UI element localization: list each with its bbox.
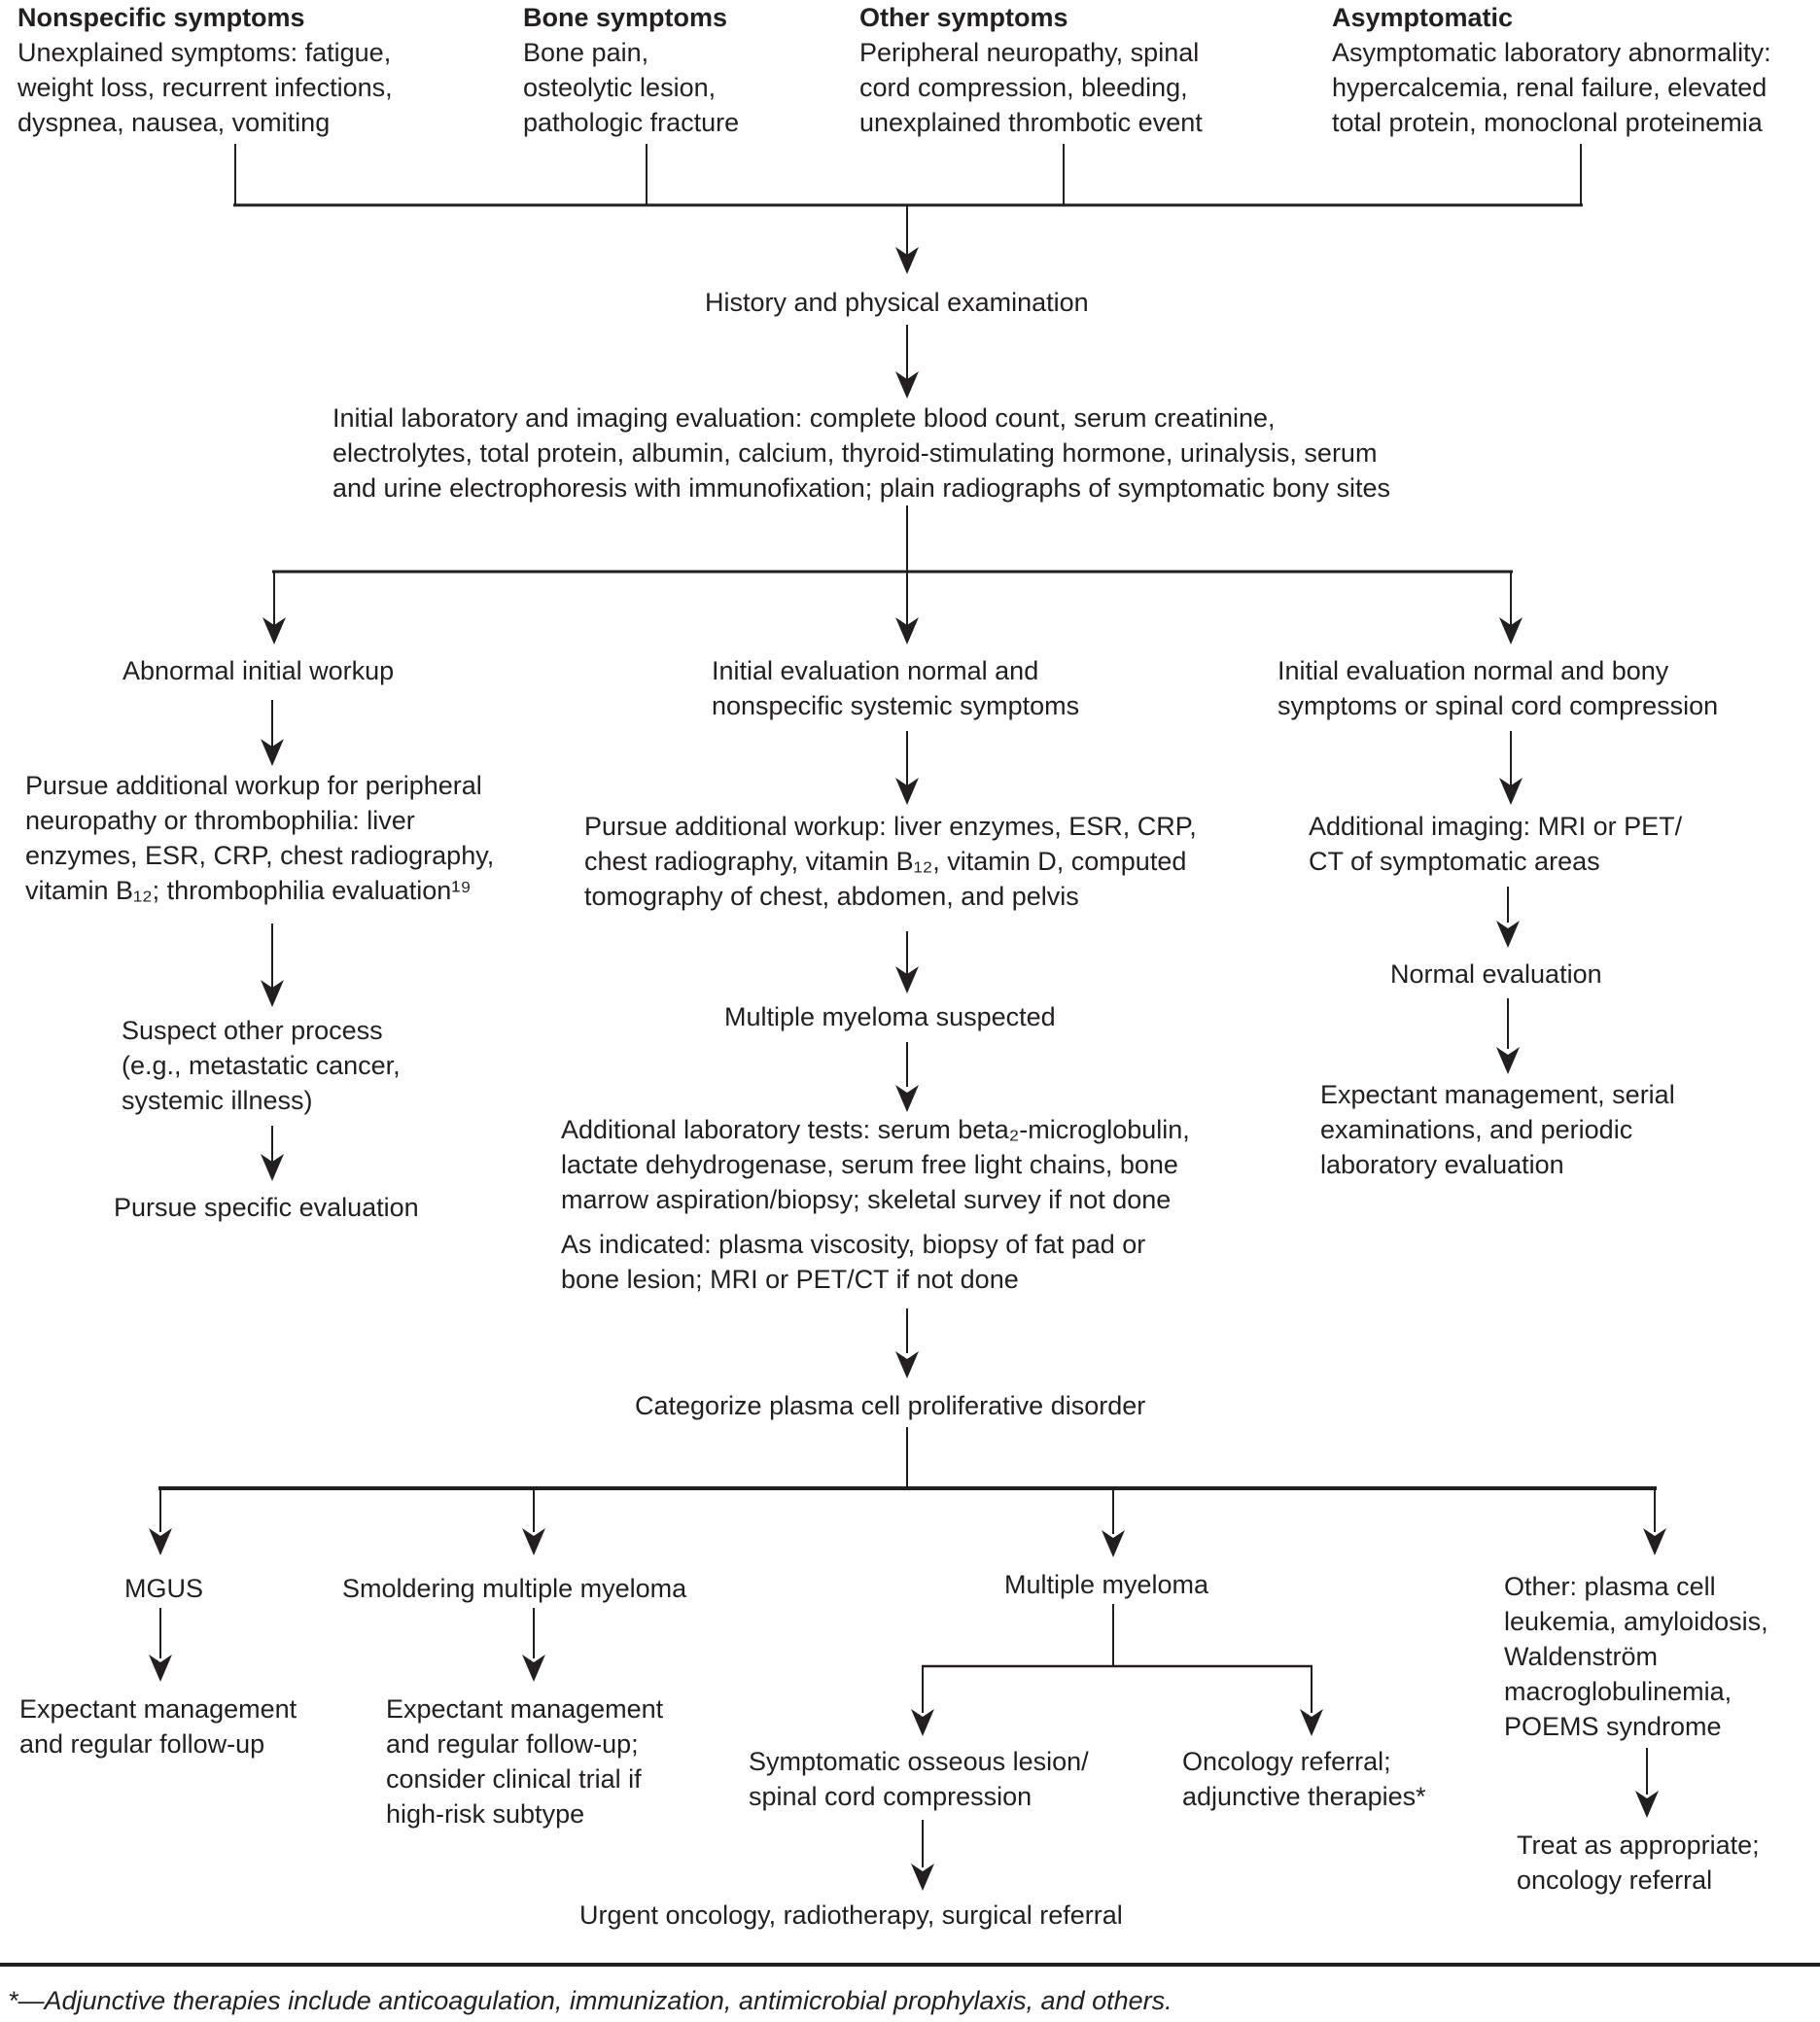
node-line: symptoms or spinal cord compression bbox=[1278, 691, 1719, 720]
node-line: spinal cord compression bbox=[749, 1782, 1032, 1811]
node-line: enzymes, ESR, CRP, chest radiography, bbox=[25, 841, 495, 870]
node-line: As indicated: plasma viscosity, biopsy o… bbox=[561, 1230, 1146, 1259]
node-line: Additional imaging: MRI or PET/ bbox=[1309, 812, 1683, 841]
column-title: Other symptoms bbox=[859, 3, 1068, 32]
node-line: vitamin B₁₂; thrombophilia evaluation¹⁹ bbox=[25, 876, 472, 905]
outcome-myeloma-label: Multiple myeloma bbox=[1004, 1570, 1209, 1599]
as-indicated-node: As indicated: plasma viscosity, biopsy o… bbox=[561, 1227, 1145, 1297]
node-line: oncology referral bbox=[1517, 1865, 1713, 1895]
branch-normal-nonspecific-label: Initial evaluation normal and nonspecifi… bbox=[712, 653, 1079, 723]
node-line: electrolytes, total protein, albumin, ca… bbox=[332, 438, 1378, 468]
column-title: Asymptomatic bbox=[1332, 3, 1514, 32]
node-line: Initial laboratory and imaging evaluatio… bbox=[332, 403, 1276, 433]
symptom-column-asymptomatic: Asymptomatic Asymptomatic laboratory abn… bbox=[1332, 0, 1771, 140]
node-line: consider clinical trial if bbox=[386, 1764, 642, 1794]
node-line: examinations, and periodic bbox=[1320, 1115, 1633, 1144]
node-line: Symptomatic osseous lesion/ bbox=[749, 1747, 1089, 1776]
history-exam-node: History and physical examination bbox=[705, 288, 1089, 317]
mgus-management-node: Expectant management and regular follow-… bbox=[19, 1691, 297, 1761]
node-line: CT of symptomatic areas bbox=[1309, 847, 1600, 876]
node-line: (e.g., metastatic cancer, bbox=[122, 1051, 401, 1080]
pursue-specific-evaluation-node: Pursue specific evaluation bbox=[114, 1193, 419, 1222]
center-additional-workup-node: Pursue additional workup: liver enzymes,… bbox=[584, 809, 1197, 914]
symptom-column-other: Other symptoms Peripheral neuropathy, sp… bbox=[859, 0, 1203, 140]
node-line: Pursue additional workup: liver enzymes,… bbox=[584, 812, 1197, 841]
adjunctive-therapies-footnote: *—Adjunctive therapies include anticoagu… bbox=[8, 1986, 1172, 2015]
node-line: and regular follow-up bbox=[19, 1729, 265, 1759]
outcome-smoldering-label: Smoldering multiple myeloma bbox=[342, 1574, 687, 1603]
expectant-management-serial-node: Expectant management, serial examination… bbox=[1320, 1077, 1675, 1182]
additional-imaging-node: Additional imaging: MRI or PET/ CT of sy… bbox=[1309, 809, 1682, 879]
left-additional-workup-node: Pursue additional workup for peripheral … bbox=[25, 768, 494, 908]
node-line: Waldenström bbox=[1504, 1642, 1659, 1671]
outcome-other-node: Other: plasma cell leukemia, amyloidosis… bbox=[1504, 1569, 1768, 1744]
column-line: unexplained thrombotic event bbox=[859, 108, 1203, 137]
node-line: Expectant management bbox=[386, 1694, 664, 1724]
column-line: hypercalcemia, renal failure, elevated bbox=[1332, 73, 1768, 102]
node-line: Other: plasma cell bbox=[1504, 1572, 1716, 1601]
smoldering-management-node: Expectant management and regular follow-… bbox=[386, 1691, 663, 1831]
node-line: laboratory evaluation bbox=[1320, 1150, 1564, 1179]
myeloma-suspected-node: Multiple myeloma suspected bbox=[724, 1002, 1056, 1031]
column-line: total protein, monoclonal proteinemia bbox=[1332, 108, 1763, 137]
node-line: Initial evaluation normal and bony bbox=[1278, 656, 1669, 685]
column-line: Asymptomatic laboratory abnormality: bbox=[1332, 38, 1771, 67]
node-line: systemic illness) bbox=[122, 1086, 313, 1115]
column-line: Peripheral neuropathy, spinal bbox=[859, 38, 1200, 67]
node-line: chest radiography, vitamin B₁₂, vitamin … bbox=[584, 847, 1187, 876]
node-line: bone lesion; MRI or PET/CT if not done bbox=[561, 1265, 1019, 1294]
symptomatic-osseous-node: Symptomatic osseous lesion/ spinal cord … bbox=[749, 1744, 1089, 1814]
additional-lab-tests-node: Additional laboratory tests: serum beta₂… bbox=[561, 1112, 1190, 1217]
node-line: POEMS syndrome bbox=[1504, 1712, 1722, 1741]
node-line: Treat as appropriate; bbox=[1517, 1830, 1760, 1860]
urgent-oncology-node: Urgent oncology, radiotherapy, surgical … bbox=[579, 1900, 1123, 1930]
column-title: Bone symptoms bbox=[523, 3, 728, 32]
categorize-disorder-node: Categorize plasma cell proliferative dis… bbox=[635, 1391, 1146, 1420]
node-line: lactate dehydrogenase, serum free light … bbox=[561, 1150, 1178, 1179]
node-line: nonspecific systemic symptoms bbox=[712, 691, 1080, 720]
node-line: Expectant management bbox=[19, 1694, 298, 1724]
treat-as-appropriate-node: Treat as appropriate; oncology referral bbox=[1517, 1828, 1760, 1898]
node-line: neuropathy or thrombophilia: liver bbox=[25, 806, 415, 835]
initial-evaluation-node: Initial laboratory and imaging evaluatio… bbox=[332, 401, 1390, 506]
node-line: macroglobulinemia, bbox=[1504, 1677, 1732, 1706]
branch-abnormal-workup-label: Abnormal initial workup bbox=[122, 656, 395, 685]
normal-evaluation-node: Normal evaluation bbox=[1390, 959, 1602, 989]
column-line: dyspnea, nausea, vomiting bbox=[18, 108, 331, 137]
column-line: osteolytic lesion, bbox=[523, 73, 717, 102]
column-line: pathologic fracture bbox=[523, 108, 740, 137]
column-line: weight loss, recurrent infections, bbox=[18, 73, 393, 102]
column-line: Unexplained symptoms: fatigue, bbox=[18, 38, 392, 67]
symptom-column-nonspecific: Nonspecific symptoms Unexplained symptom… bbox=[18, 0, 393, 140]
node-line: adjunctive therapies* bbox=[1182, 1782, 1426, 1811]
suspect-other-process-node: Suspect other process (e.g., metastatic … bbox=[122, 1013, 401, 1118]
column-line: cord compression, bleeding, bbox=[859, 73, 1188, 102]
node-line: Pursue additional workup for peripheral bbox=[25, 771, 482, 800]
node-line: and urine electrophoresis with immunofix… bbox=[332, 473, 1391, 503]
branch-normal-bony-label: Initial evaluation normal and bony sympt… bbox=[1278, 653, 1718, 723]
node-line: Expectant management, serial bbox=[1320, 1080, 1675, 1109]
node-line: Initial evaluation normal and bbox=[712, 656, 1039, 685]
node-line: Additional laboratory tests: serum beta₂… bbox=[561, 1115, 1190, 1144]
column-line: Bone pain, bbox=[523, 38, 649, 67]
node-line: marrow aspiration/biopsy; skeletal surve… bbox=[561, 1185, 1172, 1214]
oncology-referral-node: Oncology referral; adjunctive therapies* bbox=[1182, 1744, 1426, 1814]
column-title: Nonspecific symptoms bbox=[18, 3, 305, 32]
node-line: leukemia, amyloidosis, bbox=[1504, 1607, 1768, 1636]
node-line: Oncology referral; bbox=[1182, 1747, 1391, 1776]
outcome-mgus-label: MGUS bbox=[124, 1574, 203, 1603]
node-line: tomography of chest, abdomen, and pelvis bbox=[584, 882, 1079, 911]
symptom-column-bone: Bone symptoms Bone pain, osteolytic lesi… bbox=[523, 0, 739, 140]
node-line: and regular follow-up; bbox=[386, 1729, 639, 1759]
node-line: high-risk subtype bbox=[386, 1799, 585, 1829]
node-line: Suspect other process bbox=[122, 1016, 383, 1045]
